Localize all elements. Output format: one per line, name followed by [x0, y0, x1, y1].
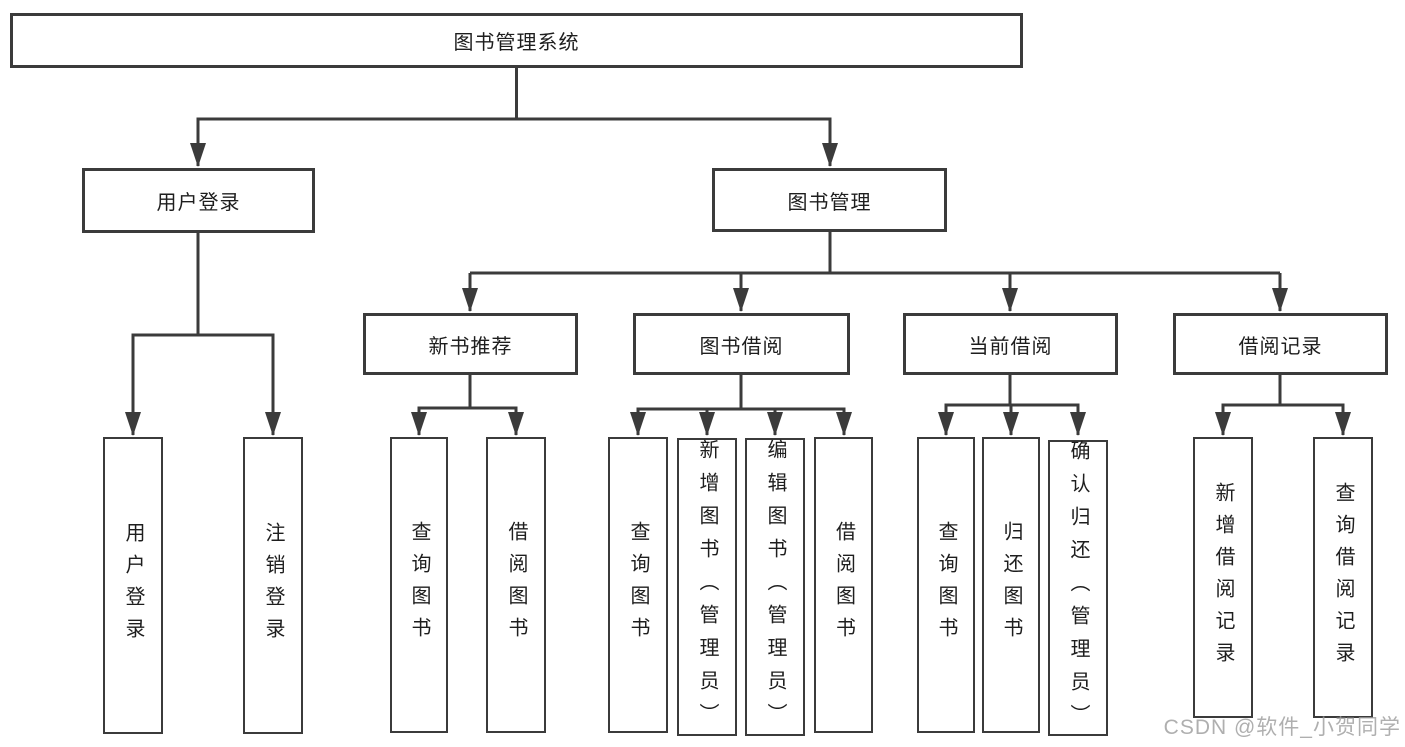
leaf-user-login: 用户登录 [103, 437, 163, 734]
leaf-edit-book-admin-label: 编辑图书（管理员） [764, 438, 786, 736]
leaf-query-book-recommend: 查询图书 [390, 437, 448, 733]
leaf-query-book-current-label: 查询图书 [935, 521, 957, 649]
leaf-user-login-label: 用户登录 [122, 521, 144, 650]
leaf-add-borrow-record: 新增借阅记录 [1193, 437, 1253, 718]
leaf-query-borrow-record-label: 查询借阅记录 [1332, 481, 1354, 674]
leaf-query-book-borrow-label: 查询图书 [627, 521, 649, 649]
leaf-logout-label: 注销登录 [262, 521, 284, 650]
leaf-return-book: 归还图书 [982, 437, 1040, 733]
node-current-borrow: 当前借阅 [903, 313, 1118, 375]
leaf-confirm-return-admin: 确认归还（管理员） [1048, 439, 1108, 737]
leaf-edit-book-admin: 编辑图书（管理员） [745, 438, 805, 736]
leaf-borrow-book: 借阅图书 [814, 437, 873, 733]
watermark-text: CSDN @软件_小贺同学 [1163, 716, 1401, 739]
leaf-add-book-admin: 新增图书（管理员） [677, 438, 737, 736]
leaf-add-book-admin-label: 新增图书（管理员） [696, 438, 718, 736]
node-book-borrow: 图书借阅 [633, 313, 850, 375]
leaf-logout: 注销登录 [243, 437, 303, 734]
leaf-borrow-book-label: 借阅图书 [832, 521, 855, 649]
node-borrow-record: 借阅记录 [1173, 313, 1388, 375]
leaf-return-book-label: 归还图书 [1000, 521, 1022, 649]
leaf-query-book-borrow: 查询图书 [608, 437, 668, 733]
leaf-borrow-book-recommend: 借阅图书 [486, 437, 546, 733]
leaf-query-book-current: 查询图书 [917, 437, 975, 733]
leaf-query-book-recommend-label: 查询图书 [408, 521, 430, 649]
leaf-add-borrow-record-label: 新增借阅记录 [1212, 481, 1234, 674]
leaf-borrow-book-recommend-label: 借阅图书 [505, 521, 527, 649]
node-root: 图书管理系统 [10, 13, 1023, 68]
leaf-confirm-return-admin-label: 确认归还（管理员） [1067, 439, 1089, 737]
leaf-query-borrow-record: 查询借阅记录 [1313, 437, 1373, 718]
node-user-login: 用户登录 [82, 168, 315, 233]
node-new-book-recommend: 新书推荐 [363, 313, 578, 375]
node-book-management: 图书管理 [712, 168, 947, 232]
